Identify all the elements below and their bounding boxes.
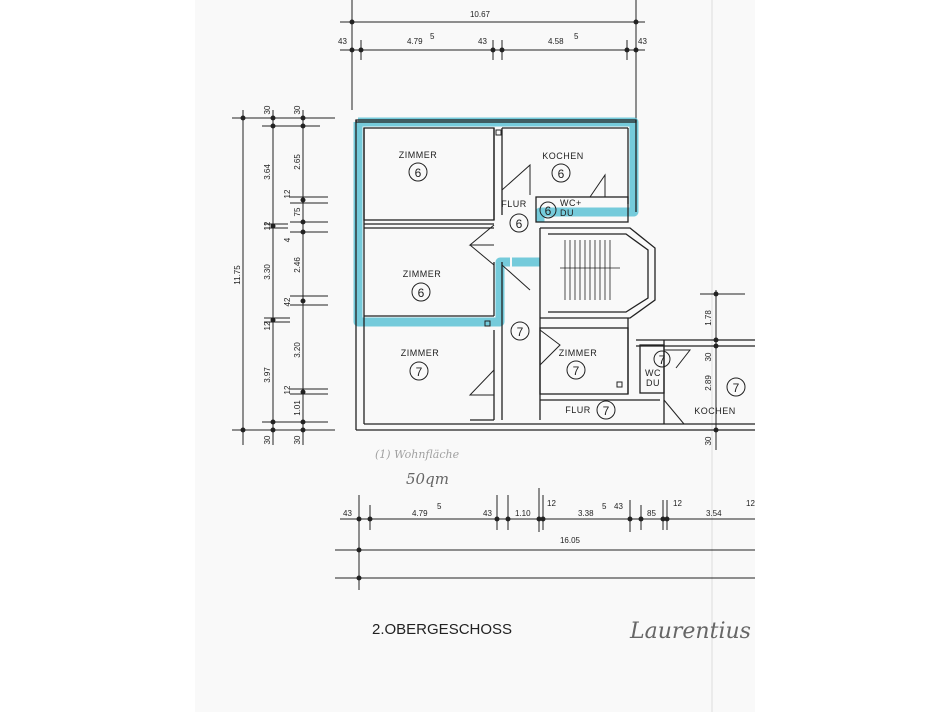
dim-bottom-sup: 5 (437, 502, 442, 511)
dim-bottom: 43 (483, 509, 492, 518)
handwritten-area: 50qm (406, 470, 449, 488)
unit-number: 6 (516, 217, 523, 231)
room-label: FLUR (565, 405, 591, 415)
dim-left: 12 (263, 321, 272, 330)
dim-top-seg: 43 (638, 37, 647, 46)
room-label: ZIMMER (403, 269, 442, 279)
room-labels: ZIMMER 6 KOCHEN 6 FLUR 6 6 WC+ DU ZIMMER… (399, 150, 746, 420)
dim-top-sup: 5 (574, 32, 579, 41)
unit-number: 6 (545, 204, 552, 218)
unit-number: 7 (659, 353, 666, 367)
room-label: KOCHEN (542, 151, 584, 161)
dim-top-seg: 43 (478, 37, 487, 46)
dim-bottom: 4.79 (412, 509, 428, 518)
dim-left: 30 (263, 435, 272, 444)
door-swings (468, 163, 692, 425)
unit-number: 7 (517, 325, 524, 339)
walls (355, 119, 755, 431)
unit-number: 6 (558, 167, 565, 181)
dim-bottom: 12 (746, 499, 755, 508)
dim-left: 3.30 (263, 264, 272, 280)
dim-left: 30 (293, 105, 302, 114)
dim-bottom-sup: 5 (602, 502, 607, 511)
unit-number: 7 (603, 404, 610, 418)
dim-top-seg: 4.79 (407, 37, 423, 46)
dim-left: 12 (283, 189, 292, 198)
dim-bottom: 43 (614, 502, 623, 511)
dim-left: 3.97 (263, 367, 272, 383)
top-dimension-chain (340, 0, 645, 135)
room-label: ZIMMER (401, 348, 440, 358)
dim-bottom: 1.10 (515, 509, 531, 518)
dim-left: 3.64 (263, 164, 272, 180)
room-label: WC (645, 368, 661, 378)
dim-bottom: 3.54 (706, 509, 722, 518)
unit-number: 6 (415, 166, 422, 180)
chimney-marks (484, 129, 623, 388)
dim-top-seg: 4.58 (548, 37, 564, 46)
dim-right: 30 (704, 436, 713, 445)
dim-top-seg: 43 (338, 37, 347, 46)
dim-bottom-overall: 16.05 (560, 536, 581, 545)
dim-left: 12 (263, 221, 272, 230)
room-label: DU (560, 208, 574, 218)
room-label: ZIMMER (399, 150, 438, 160)
room-label: WC+ (560, 198, 582, 208)
left-dimension-chain (232, 110, 335, 445)
room-label: KOCHEN (694, 406, 736, 416)
dim-right: 30 (704, 352, 713, 361)
unit-number: 7 (733, 381, 740, 395)
dim-top-overall: 10.67 (470, 10, 491, 19)
unit-number: 6 (418, 286, 425, 300)
dim-bottom: 43 (343, 509, 352, 518)
dim-left: 4 (283, 237, 292, 242)
dim-bottom: 12 (673, 499, 682, 508)
staircase (560, 240, 620, 300)
dim-left: 2.65 (293, 154, 302, 170)
floor-title: 2.OBERGESCHOSS (372, 621, 512, 638)
handwritten-note: (1) Wohnfläche (375, 448, 460, 461)
dim-right: 2.89 (704, 375, 713, 391)
room-label: FLUR (501, 199, 527, 209)
room-label: ZIMMER (559, 348, 598, 358)
dim-left: 1.01 (293, 400, 302, 416)
dim-left: 75 (293, 207, 302, 216)
dim-left: 42 (283, 297, 292, 306)
dim-top-sup: 5 (430, 32, 435, 41)
right-dimension-chain (700, 290, 745, 450)
bottom-dimension-chain (335, 488, 755, 590)
dim-bottom: 3.38 (578, 509, 594, 518)
dim-left: 2.46 (293, 257, 302, 273)
unit-number: 7 (416, 365, 423, 379)
room-label: DU (646, 378, 660, 388)
dim-left: 30 (293, 435, 302, 444)
dim-right: 1.78 (704, 310, 713, 326)
dim-bottom: 12 (547, 499, 556, 508)
dim-left-overall: 11.75 (233, 265, 242, 285)
unit-number: 7 (573, 364, 580, 378)
dim-left: 30 (263, 105, 272, 114)
dim-left: 3.20 (293, 342, 302, 358)
signature: Laurentius (629, 619, 751, 644)
dim-bottom: 85 (647, 509, 656, 518)
dim-left: 12 (283, 385, 292, 394)
